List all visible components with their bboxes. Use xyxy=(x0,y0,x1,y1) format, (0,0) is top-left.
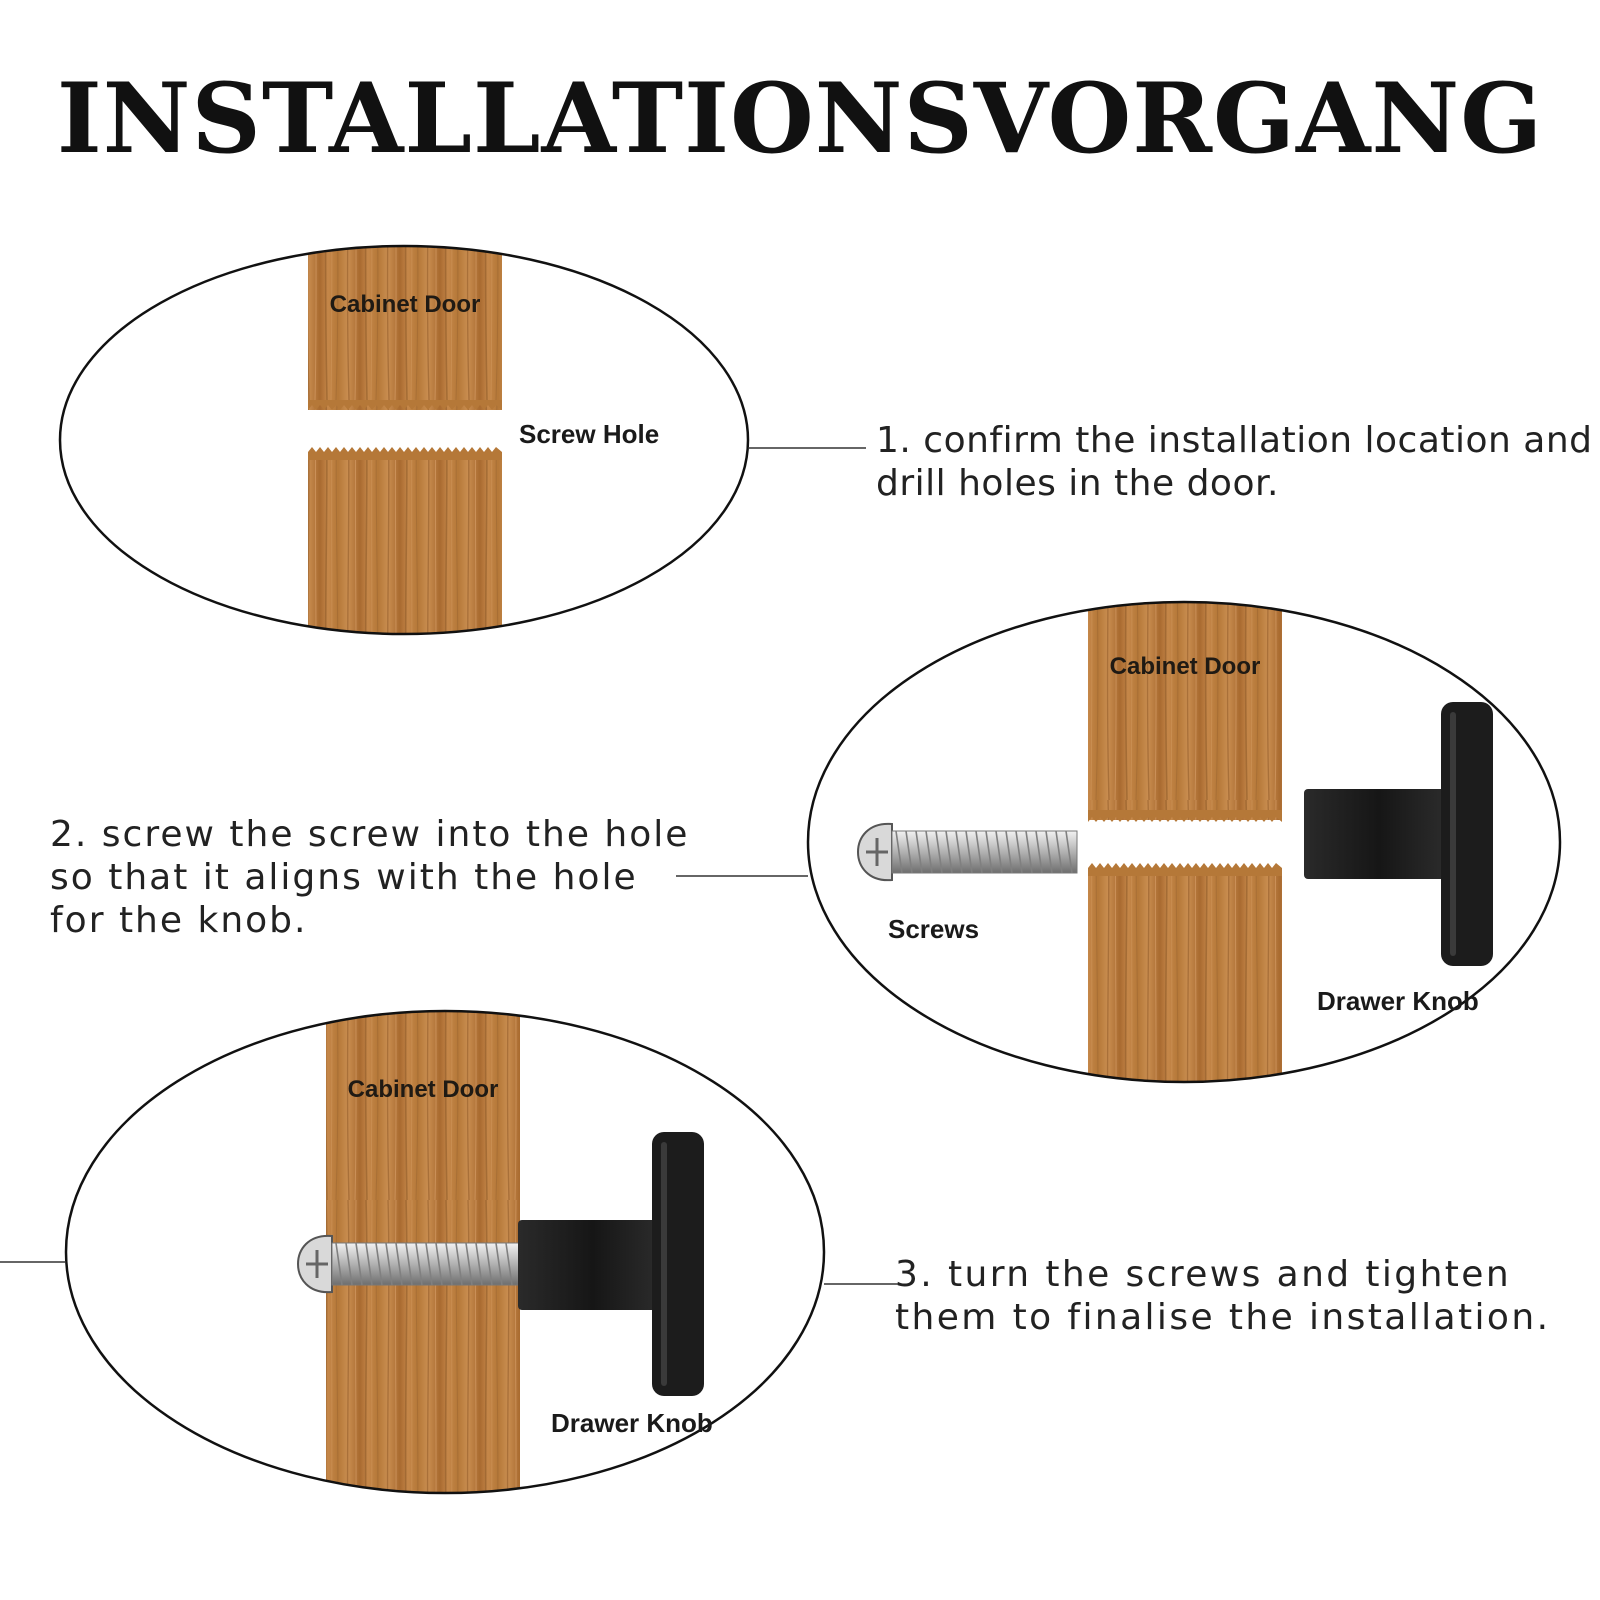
cabinet-door-label: Cabinet Door xyxy=(1110,653,1261,680)
step3-ellipse xyxy=(64,1009,826,1495)
step1-text: 1. confirm the installation location and… xyxy=(876,419,1593,505)
step3-text: 3. turn the screws and tighten them to f… xyxy=(895,1253,1550,1339)
screw-hole-label: Screw Hole xyxy=(519,419,659,449)
step3-line: 3. turn the screws and tighten xyxy=(895,1254,1512,1295)
step2-line: 2. screw the screw into the hole xyxy=(50,814,690,855)
step2-line: so that it aligns with the hole xyxy=(50,857,638,898)
wood-panel xyxy=(1088,868,1282,1082)
screw-icon xyxy=(296,1234,523,1294)
step1-line: 1. confirm the installation location and xyxy=(876,420,1593,461)
drawer-knob-label: Drawer Knob xyxy=(1317,986,1479,1016)
step3-line: them to finalise the installation. xyxy=(895,1297,1551,1338)
cabinet-door-label: Cabinet Door xyxy=(330,291,481,318)
wood-panel xyxy=(1088,602,1282,820)
step3-illustration: Cabinet Door Drawer Knob xyxy=(0,1009,898,1495)
drawer-knob-label: Drawer Knob xyxy=(551,1408,713,1438)
wood-panel-jagged-edge xyxy=(308,400,502,410)
step1-ellipse xyxy=(58,244,750,636)
drawer-knob-icon xyxy=(518,1132,704,1396)
screw-icon xyxy=(856,822,1078,882)
step2-line: for the knob. xyxy=(50,900,308,941)
drawer-knob-icon xyxy=(1304,702,1493,966)
screws-label: Screws xyxy=(888,914,979,944)
wood-panel xyxy=(308,452,502,634)
wood-panel-jagged-edge xyxy=(1088,863,1282,876)
step2-ellipse xyxy=(806,600,1562,1084)
cabinet-door-label: Cabinet Door xyxy=(348,1076,499,1103)
wood-panel-jagged-edge xyxy=(1088,810,1282,822)
step1-line: drill holes in the door. xyxy=(876,463,1279,504)
wood-panel xyxy=(308,246,502,410)
step1-illustration: Cabinet Door Screw Hole xyxy=(58,244,866,636)
step2-text: 2. screw the screw into the hole so that… xyxy=(50,813,689,942)
page-title: INSTALLATIONSVORGANG xyxy=(56,62,1544,175)
step2-illustration: Cabinet Door Screws Drawer Knob xyxy=(676,600,1562,1084)
wood-panel-jagged-edge xyxy=(308,447,502,460)
